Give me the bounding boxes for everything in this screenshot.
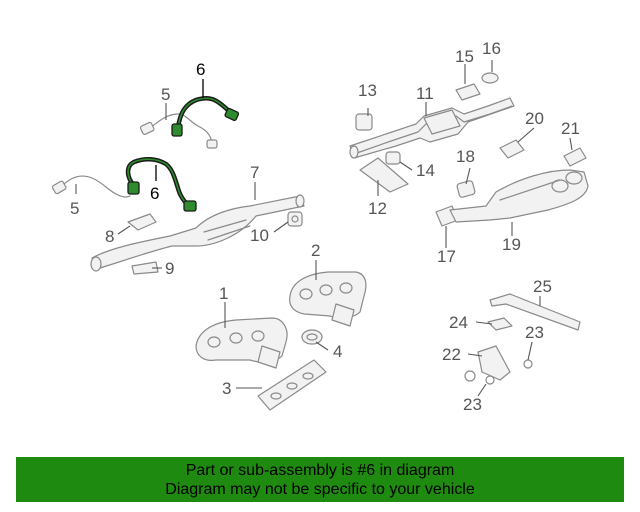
oxygen-sensor-lower-gray[interactable] [51, 175, 131, 198]
clamp-13[interactable] [355, 113, 373, 131]
callout-4: 4 [333, 342, 342, 361]
leader-lines [75, 60, 573, 397]
callout-15: 15 [455, 47, 474, 66]
tail-tip-21[interactable] [563, 147, 587, 167]
callout-3: 3 [222, 379, 231, 398]
callout-18: 18 [456, 147, 475, 166]
hanger-10[interactable] [287, 211, 303, 227]
bracket-24[interactable] [487, 317, 513, 331]
heat-shield-12[interactable] [359, 157, 409, 193]
mounting-bracket-25[interactable] [489, 293, 581, 331]
bracket-9[interactable] [131, 261, 159, 275]
callout-5-lower: 5 [70, 199, 79, 218]
callout-9: 9 [165, 259, 174, 278]
callout-10: 10 [250, 226, 269, 245]
exhaust-manifold-2[interactable] [289, 271, 367, 327]
oxygen-sensor-lower-highlighted[interactable] [125, 157, 197, 212]
callout-6-upper[interactable]: 6 [196, 60, 205, 79]
gasket-ring-4[interactable] [301, 329, 323, 345]
rear-muffler-19[interactable] [449, 169, 589, 223]
banner-line-part: Part or sub-assembly is #6 in diagram [185, 462, 455, 479]
callout-2: 2 [311, 241, 320, 260]
callout-7: 7 [250, 163, 259, 182]
callout-25: 25 [533, 277, 552, 296]
callout-12: 12 [368, 199, 387, 218]
manifold-gasket-3[interactable] [257, 359, 327, 411]
tail-pipe-15[interactable] [455, 83, 481, 101]
hanger-20[interactable] [499, 139, 525, 159]
callout-5-upper: 5 [161, 85, 170, 104]
callout-6-lower[interactable]: 6 [150, 184, 159, 203]
callout-24: 24 [449, 313, 468, 332]
callout-13: 13 [358, 81, 377, 100]
heat-shield-8[interactable] [127, 213, 157, 231]
callout-17: 17 [437, 247, 456, 266]
callout-19: 19 [502, 235, 521, 254]
callout-14: 14 [416, 161, 435, 180]
exhaust-manifold-1[interactable] [195, 317, 288, 369]
callout-21: 21 [561, 119, 580, 138]
callout-labels: 5 6 5 6 7 8 9 10 1 2 3 4 11 12 13 14 15 … [70, 39, 580, 414]
callout-1: 1 [219, 284, 228, 303]
tail-pipe-16[interactable] [481, 72, 499, 84]
clamp-18[interactable] [456, 180, 476, 198]
notice-banner: Part or sub-assembly is #6 in diagram Di… [16, 457, 624, 502]
bracket-22[interactable] [477, 345, 511, 381]
mount-14[interactable] [385, 151, 401, 165]
oxygen-sensor-upper-gray[interactable] [139, 113, 218, 149]
callout-20: 20 [525, 109, 544, 128]
intermediate-pipe-resonator-11[interactable] [349, 97, 515, 159]
front-exhaust-pipe-catalyst[interactable] [90, 194, 305, 272]
callout-23-bottom: 23 [463, 395, 482, 414]
callout-16: 16 [482, 39, 501, 58]
exhaust-parts-diagram: 5 6 5 6 7 8 9 10 1 2 3 4 11 12 13 14 15 … [51, 39, 589, 414]
callout-23-right: 23 [525, 323, 544, 342]
callout-11: 11 [416, 84, 434, 103]
banner-line-disclaimer: Diagram may not be specific to your vehi… [165, 481, 475, 498]
oxygen-sensor-upper-highlighted[interactable] [171, 96, 240, 137]
callout-22: 22 [442, 345, 461, 364]
callout-8: 8 [105, 227, 114, 246]
